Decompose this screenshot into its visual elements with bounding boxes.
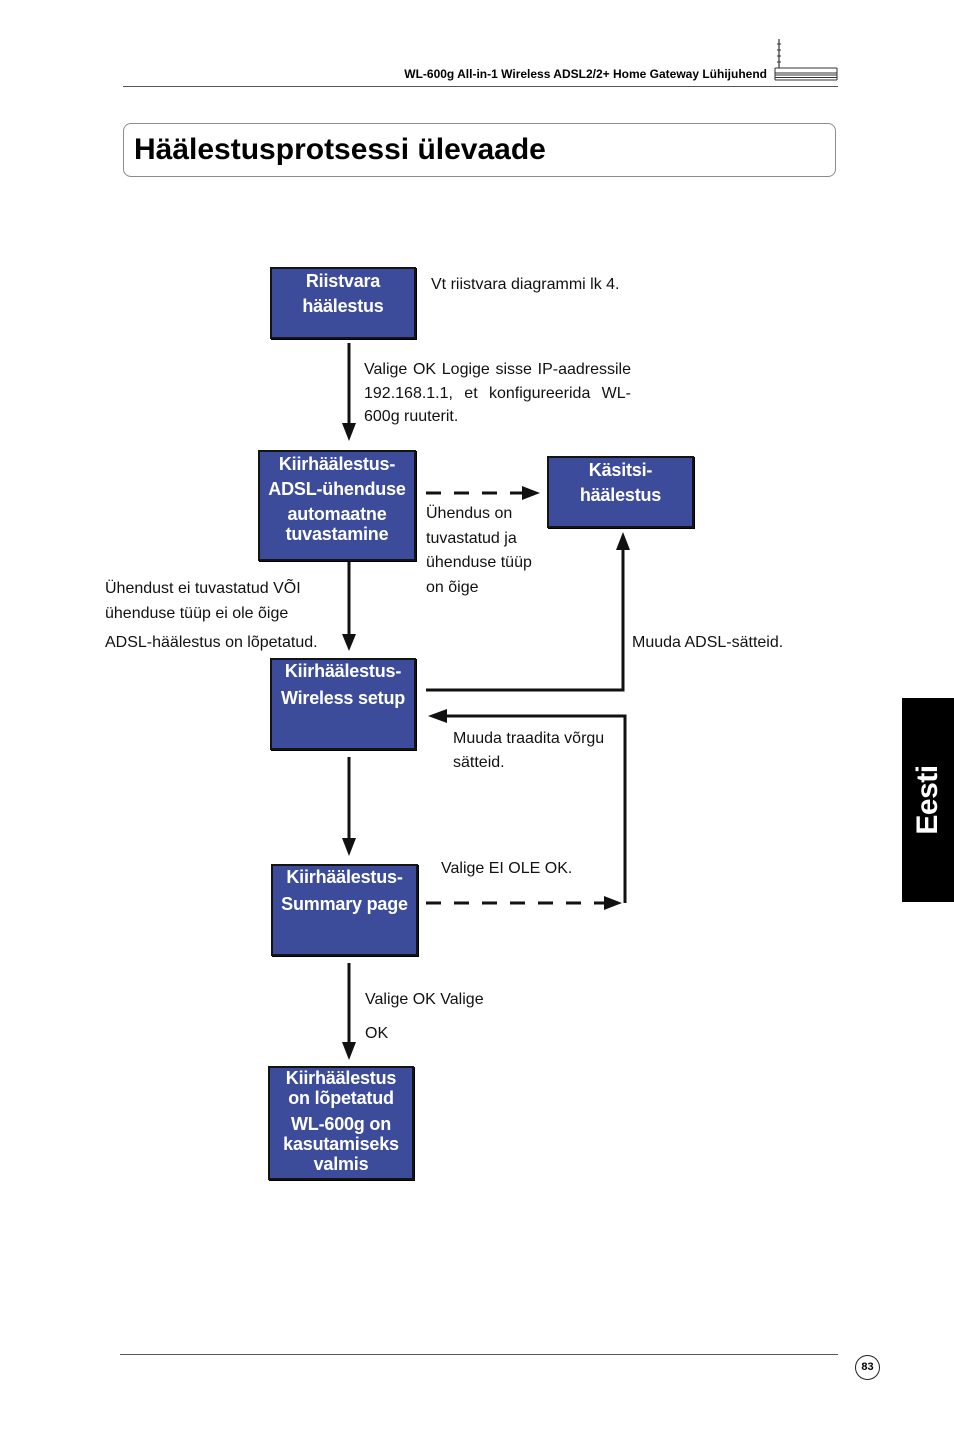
note-connection-not-detected: Ühendust ei tuvastatud VÕI ühenduse tüüp… bbox=[105, 576, 301, 626]
arrowhead-up-icon bbox=[616, 532, 630, 550]
note-line: Muuda ADSL-sätteid. bbox=[632, 634, 784, 651]
step-label-group: Kiirhäälestus on lõpetatud bbox=[270, 1068, 412, 1108]
side-tab-label: Eesti bbox=[911, 765, 944, 835]
note-login: Valige OK Logige sisse IP-aadressile 192… bbox=[364, 358, 631, 429]
note-line: Valige EI OLE OK. bbox=[441, 860, 573, 877]
note-connection-detected: Ühendus on tuvastatud ja ühenduse tüüp o… bbox=[426, 502, 532, 600]
note-line: Vt riistvara diagrammi lk 4. bbox=[431, 276, 620, 293]
step-label-line: Kiirhäälestus bbox=[285, 1068, 397, 1088]
step-label-line: ADSL-ühenduse bbox=[268, 479, 406, 499]
step-label-line: Kiirhäälestus- bbox=[286, 867, 403, 887]
note-line: ühenduse tüüp bbox=[426, 554, 532, 571]
arrowhead-right-icon bbox=[522, 486, 540, 500]
step-label-group: WL-600g on kasutamiseks valmis bbox=[270, 1114, 412, 1174]
step-label-line: Summary page bbox=[281, 894, 408, 914]
step-label-line: valmis bbox=[313, 1154, 369, 1174]
step-label-line: tuvastamine bbox=[285, 524, 389, 544]
step-label-group: Kiirhäälestus- ADSL-ühenduse bbox=[260, 452, 414, 502]
header-divider bbox=[123, 86, 838, 87]
step-label-line: häälestus bbox=[579, 485, 662, 505]
running-header: WL-600g All-in-1 Wireless ADSL2/2+ Home … bbox=[404, 67, 767, 81]
step-label-line: kasutamiseks bbox=[283, 1134, 399, 1154]
footer-divider bbox=[120, 1354, 838, 1355]
arrowhead-down-icon bbox=[342, 423, 356, 441]
step-label-group: automaatne tuvastamine bbox=[260, 504, 414, 544]
arrowhead-right-icon bbox=[604, 896, 622, 910]
note-change-adsl: Muuda ADSL-sätteid. bbox=[632, 631, 783, 655]
step-setup-complete: Kiirhäälestus on lõpetatud WL-600g on ka… bbox=[268, 1066, 414, 1180]
note-line: 192.168.1.1, et konfigureerida WL- bbox=[364, 384, 631, 402]
step-label-line: Kiirhäälestus- bbox=[284, 661, 402, 681]
step-quick-setup-summary: Kiirhäälestus- Summary page bbox=[271, 864, 418, 956]
title-box: Häälestusprotsessi ülevaade bbox=[123, 123, 836, 177]
note-adsl-done: ADSL-häälestus on lõpetatud. bbox=[105, 631, 318, 655]
language-side-tab: Eesti bbox=[902, 698, 954, 902]
note-line: on õige bbox=[426, 578, 479, 596]
router-icon bbox=[774, 39, 838, 81]
arrowhead-down-icon bbox=[342, 634, 356, 651]
step-label-line: Riistvara bbox=[305, 271, 381, 291]
arrowhead-down-icon bbox=[342, 1042, 356, 1060]
step-label-line: häälestus bbox=[302, 296, 384, 316]
note-change-wireless: Muuda traadita võrgu sätteid. bbox=[453, 727, 604, 775]
note-line: ühenduse tüüp ei ole õige bbox=[105, 605, 289, 622]
note-line: ADSL-häälestus on lõpetatud. bbox=[105, 634, 318, 651]
step-label-line: on lõpetatud bbox=[288, 1088, 394, 1108]
step-label-group: Kiirhäälestus- Summary page bbox=[273, 864, 416, 918]
note-line: Ühendus on bbox=[426, 505, 513, 522]
step-label-line: WL-600g on bbox=[291, 1114, 391, 1134]
note-line: Valige OK Valige bbox=[365, 991, 484, 1008]
step-hardware-setup: Riistvara häälestus bbox=[270, 267, 416, 339]
step-label-line: Kiirhäälestus- bbox=[278, 454, 396, 474]
note-line: 600g ruuterit. bbox=[364, 408, 459, 425]
step-quick-setup-wireless: Kiirhäälestus- Wireless setup bbox=[270, 658, 416, 750]
note-line: Ühendust ei tuvastatud VÕI bbox=[105, 580, 301, 597]
note-line: sätteid. bbox=[453, 754, 505, 771]
note-line: tuvastatud ja bbox=[426, 529, 517, 547]
note-hardware-reference: Vt riistvara diagrammi lk 4. bbox=[431, 273, 620, 297]
note-line: Muuda traadita võrgu bbox=[453, 730, 605, 747]
arrowhead-left-icon bbox=[428, 709, 447, 723]
page-number: 83 bbox=[855, 1355, 880, 1380]
step-label-group: Kiirhäälestus- Wireless setup bbox=[272, 658, 414, 712]
note-line: OK bbox=[365, 1025, 389, 1042]
step-manual-setup: Käsitsi- häälestus bbox=[547, 456, 694, 528]
step-quick-setup-adsl-detection: Kiirhäälestus- ADSL-ühenduse automaatne … bbox=[258, 450, 416, 561]
page-title: Häälestusprotsessi ülevaade bbox=[134, 133, 546, 166]
step-label-line: automaatne bbox=[287, 504, 387, 524]
step-label-line: Käsitsi- bbox=[588, 460, 653, 480]
arrowhead-down-icon bbox=[342, 838, 356, 856]
note-not-ok: Valige EI OLE OK. bbox=[441, 857, 572, 881]
step-label-line: Wireless setup bbox=[280, 688, 406, 708]
note-ok: Valige OK Valige OK bbox=[365, 983, 484, 1051]
note-line: Valige OK Logige sisse IP-aadressile bbox=[364, 361, 631, 378]
